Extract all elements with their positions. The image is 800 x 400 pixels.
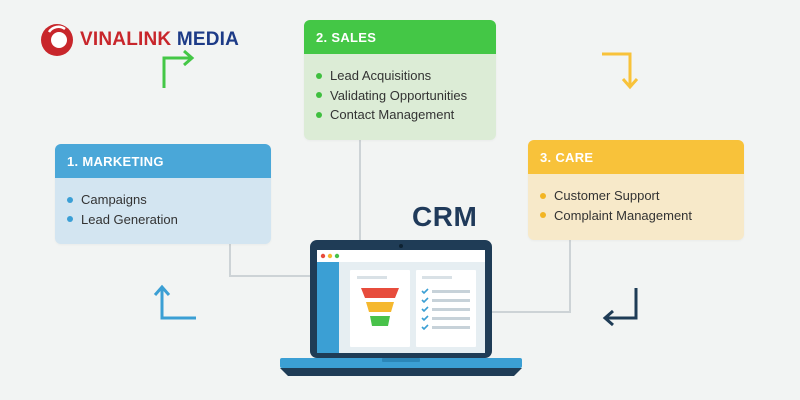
window-maximize-dot-icon: [334, 253, 340, 259]
laptop-base-shadow: [280, 368, 522, 376]
window-close-dot-icon: [320, 253, 326, 259]
crm-title: CRM: [412, 201, 478, 232]
turn-down-arrow-icon: [602, 52, 639, 90]
care-card-title: 3. CARE: [528, 140, 744, 174]
list-item-label: Customer Support: [554, 188, 660, 204]
marketing-card-list: Campaigns Lead Generation: [55, 178, 271, 229]
bullet-icon: [540, 192, 546, 199]
list-item: Customer Support: [540, 186, 744, 206]
turn-left-arrow-icon: [602, 288, 638, 327]
list-item: Complaint Management: [540, 206, 744, 226]
logo-wordmark: VINALINK MEDIA: [80, 29, 239, 51]
list-item-label: Validating Opportunities: [330, 87, 468, 103]
app-sidebar: [317, 262, 339, 353]
turn-up-arrow-icon: [153, 284, 196, 320]
laptop-base: [280, 358, 522, 368]
bullet-icon: [67, 216, 73, 223]
list-item-label: Lead Acquisitions: [330, 68, 432, 84]
sales-card-title: 2. SALES: [304, 20, 496, 54]
funnel-top-icon: [361, 288, 399, 298]
list-item: Campaigns: [67, 190, 271, 210]
camera-icon: [399, 244, 403, 248]
logo-mark-icon: [40, 23, 74, 57]
logo-suffix-text: MEDIA: [176, 29, 240, 50]
care-connector: [490, 240, 571, 313]
list-item: Contact Management: [316, 105, 496, 125]
sales-card-list: Lead Acquisitions Validating Opportuniti…: [304, 54, 496, 125]
funnel-bottom-icon: [370, 316, 390, 326]
marketing-card-title: 1. MARKETING: [55, 144, 271, 178]
laptop-illustration: [280, 240, 522, 376]
bullet-icon: [316, 92, 322, 99]
logo-brand-text: VINALINK: [80, 29, 172, 50]
turn-up-right-arrow-icon: [162, 49, 195, 88]
list-item-label: Campaigns: [81, 192, 147, 208]
bullet-icon: [540, 212, 546, 219]
list-item-label: Lead Generation: [81, 211, 178, 227]
sales-card: 2. SALES Lead Acquisitions Validating Op…: [304, 20, 496, 140]
checkmark-icons: [421, 288, 429, 331]
care-card: 3. CARE Customer Support Complaint Manag…: [528, 140, 744, 240]
window-minimize-dot-icon: [327, 253, 333, 259]
marketing-connector: [229, 244, 312, 277]
list-item-label: Complaint Management: [554, 207, 693, 223]
bullet-icon: [316, 72, 322, 79]
bullet-icon: [316, 111, 322, 118]
marketing-card: 1. MARKETING Campaigns Lead Generation: [55, 144, 271, 244]
laptop-hinge: [382, 358, 420, 362]
funnel-middle-icon: [366, 302, 394, 312]
care-card-list: Customer Support Complaint Management: [528, 174, 744, 225]
bullet-icon: [67, 196, 73, 203]
brand-logo: VINALINK MEDIA: [40, 22, 239, 58]
list-item: Validating Opportunities: [316, 86, 496, 106]
list-item: Lead Acquisitions: [316, 66, 496, 86]
list-item: Lead Generation: [67, 210, 271, 230]
list-item-label: Contact Management: [330, 107, 455, 123]
